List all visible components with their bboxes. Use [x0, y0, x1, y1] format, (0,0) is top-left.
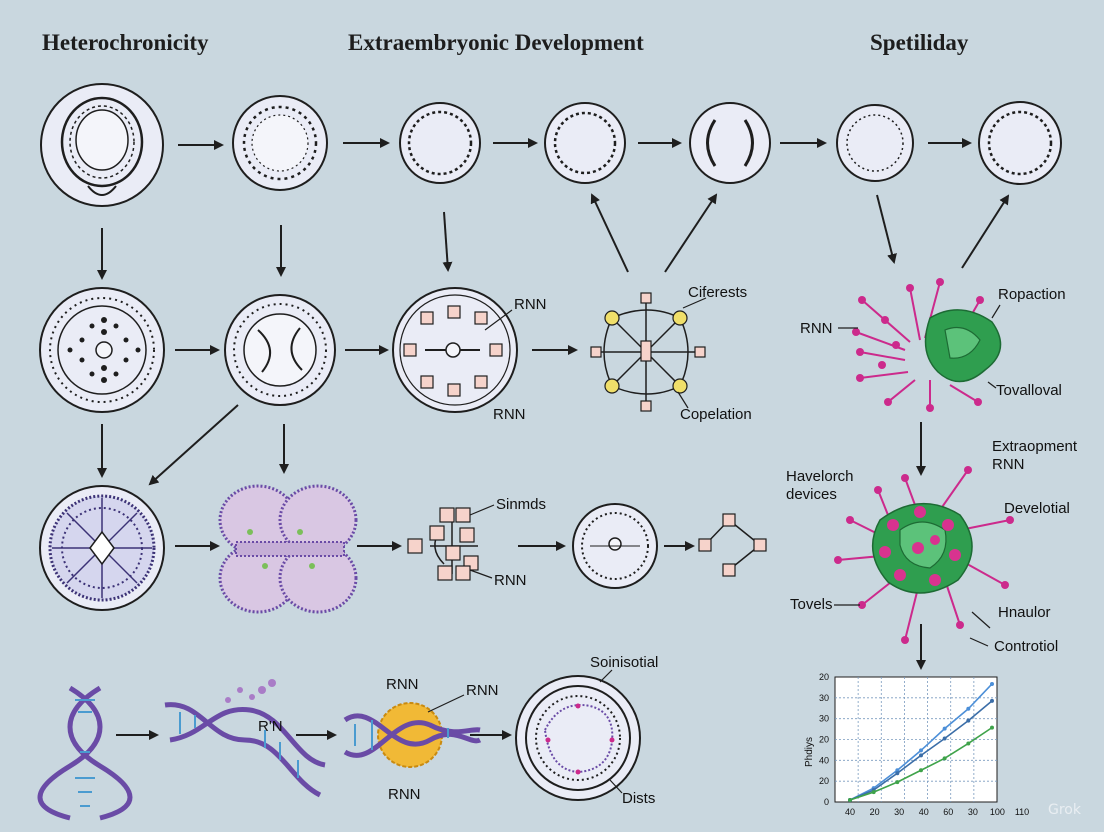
- chart-data-point: [966, 718, 971, 723]
- chart-y-tick-label: 20: [819, 776, 829, 786]
- header-spetiliday: Spetiliday: [870, 30, 969, 55]
- label-tovels: Tovels: [790, 596, 833, 613]
- label-controtiol: Controtiol: [994, 638, 1059, 655]
- label-devices: devices: [786, 486, 837, 503]
- header-extraembryonic-development: Extraembryonic Development: [348, 30, 644, 55]
- label-rnn-row3: RNN: [494, 572, 527, 589]
- chart-x-tick-label: 60: [943, 807, 953, 817]
- cell-r2-2: [224, 294, 336, 406]
- cell-r4: [515, 669, 641, 801]
- chart-data-point: [895, 780, 900, 785]
- chart-y-ticks: 0 20 40 20 30 30 20: [819, 672, 829, 807]
- label-rn-small: R'N: [258, 718, 283, 735]
- dna-helix-diagonal: [164, 679, 326, 798]
- line-chart: 0 20 40 20 30 30 20 40 20 30 40 60 30 100 110 Phdiys: [804, 672, 1029, 817]
- label-havelorch: Havelorch: [786, 468, 854, 485]
- label-extraopment-rnn: RNN: [992, 456, 1025, 473]
- chart-data-point: [942, 756, 947, 761]
- label-rnn-dna-bottom: RNN: [388, 786, 421, 803]
- chart-x-tick-label: 40: [919, 807, 929, 817]
- cell-r2-1: [39, 287, 165, 413]
- label-rnn-row2-top: RNN: [514, 296, 547, 313]
- chart-x-tick-label: 20: [870, 807, 880, 817]
- label-rnn-row2-bottom: RNN: [493, 406, 526, 423]
- dna-helix-vertical: [37, 685, 133, 821]
- vertical-arrows-2: [97, 404, 289, 486]
- chart-x-tick-label: 100: [990, 807, 1005, 817]
- row1-arrows: [178, 138, 972, 150]
- protein-complex-2: [834, 466, 1014, 647]
- network-r2: [590, 292, 707, 412]
- label-hnaulor: Hnaulor: [998, 604, 1051, 621]
- cell-r3-1: [39, 485, 165, 611]
- chart-data-point: [990, 681, 994, 686]
- chart-y-tick-label: 20: [819, 735, 829, 745]
- label-ciferests: Ciferests: [688, 284, 748, 301]
- label-ropaction: Ropaction: [998, 286, 1066, 303]
- chart-data-point: [966, 706, 971, 711]
- vertical-arrows-1: [97, 193, 1010, 280]
- label-rnn-dna-top2: RNN: [466, 682, 499, 699]
- chart-y-axis-label: Phdiys: [804, 737, 815, 767]
- cell-r1-5: [689, 102, 771, 184]
- label-rnn-protein: RNN: [800, 320, 833, 337]
- chart-data-point: [966, 741, 971, 746]
- label-dists: Dists: [622, 790, 656, 807]
- chart-grid: [835, 677, 997, 802]
- label-rnn-dna-top: RNN: [386, 676, 419, 693]
- cell-r1-7: [978, 101, 1062, 185]
- label-copelation: Copelation: [680, 406, 752, 423]
- dna-with-protein: [343, 694, 482, 768]
- chart-data-point: [895, 768, 900, 773]
- label-tovalloval: Tovalloval: [996, 382, 1062, 399]
- chart-x-tick-label: 110: [1015, 807, 1029, 817]
- chart-data-point: [895, 771, 900, 776]
- cell-r1-6: [836, 104, 914, 182]
- chart-x-tick-label: 30: [894, 807, 904, 817]
- cell-r2-3: [392, 287, 518, 413]
- dividing-cell-r3: [218, 484, 358, 614]
- chart-data-point: [871, 790, 876, 795]
- label-extraopment: Extraopment: [992, 438, 1078, 455]
- chart-data-point: [919, 753, 923, 758]
- chart-y-tick-label: 20: [819, 672, 829, 682]
- watermark: Grok: [1048, 802, 1081, 818]
- protein-complex-1: [838, 278, 1002, 412]
- chart-series: [848, 681, 994, 802]
- chart-data-point: [942, 726, 947, 731]
- chart-data-point: [990, 698, 994, 703]
- cell-r1-3: [399, 102, 481, 184]
- chart-data-point: [919, 768, 923, 773]
- chart-x-tick-label: 40: [845, 807, 855, 817]
- header-heterochronicity: Heterochronicity: [42, 30, 209, 55]
- chart-x-tick-label: 30: [968, 807, 978, 817]
- chart-y-tick-label: 40: [819, 755, 829, 765]
- chart-data-point: [942, 736, 947, 741]
- chart-y-tick-label: 0: [824, 797, 829, 807]
- cell-r1-4: [544, 102, 626, 184]
- cell-r1-2: [232, 95, 328, 191]
- label-sinmds: Sinmds: [496, 496, 547, 513]
- chart-y-tick-label: 30: [819, 714, 829, 724]
- cell-r3-4: [572, 503, 658, 589]
- label-develotial: Develotial: [1004, 500, 1070, 517]
- chart-x-ticks: 40 20 30 40 60 30 100 110: [845, 807, 1029, 817]
- chart-y-tick-label: 30: [819, 693, 829, 703]
- label-soinisotial: Soinisotial: [590, 654, 659, 671]
- chart-data-point: [990, 725, 994, 730]
- square-network-r3: [698, 513, 767, 577]
- block-network-r3: [407, 504, 495, 581]
- cell-r1-1: [40, 83, 164, 207]
- chart-data-point: [848, 798, 852, 802]
- chart-data-point: [919, 748, 923, 753]
